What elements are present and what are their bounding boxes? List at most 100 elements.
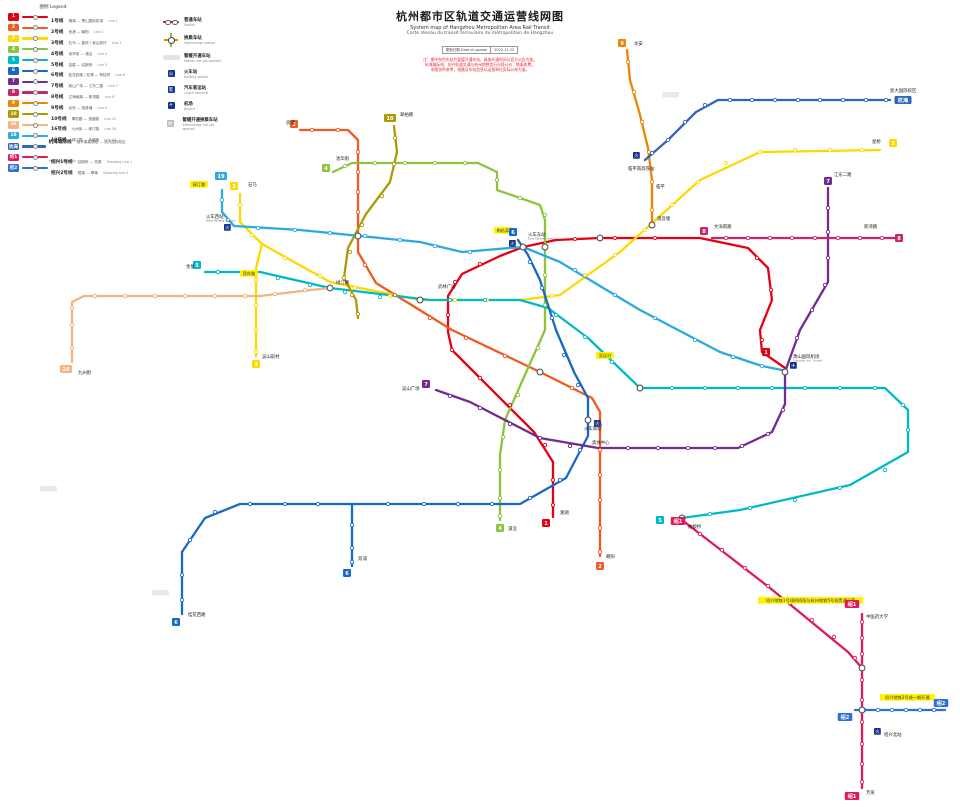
- station-dot: [882, 467, 888, 473]
- legend-line-label: 6号线 桂花西路 / 双浦 — 枸桔弄 Line 6: [51, 73, 125, 79]
- station-dot: [275, 275, 281, 281]
- svg-text:中医药大学: 中医药大学: [866, 613, 889, 620]
- line-16-path: [70, 286, 332, 364]
- legend-line-label: 绍兴1号线 姑娘桥 — 芳泉 Shaoxing Line 1: [51, 159, 132, 165]
- station-dot: [253, 349, 259, 355]
- station-label: 临平: [656, 183, 665, 190]
- station-label: 桂花西路: [188, 611, 206, 618]
- station-dot: [612, 292, 618, 298]
- station-dot: [789, 235, 795, 241]
- legend-line-sample: [22, 14, 48, 20]
- station-dot: [447, 393, 453, 399]
- legend-line-badge: 10: [8, 110, 19, 118]
- legend-line-badge: 8: [8, 88, 19, 97]
- svg-text:金星: 金星: [186, 263, 195, 270]
- station-dot: [391, 161, 397, 167]
- line-3-terminus-badge: 3: [252, 360, 260, 368]
- station-dot: [837, 385, 843, 391]
- station-dot: [652, 235, 658, 241]
- line-3-path: [254, 242, 264, 358]
- legend-line-label: 7号线 吴山广场 — 江东二路 Line 7: [51, 84, 118, 90]
- station-dot: [549, 293, 555, 299]
- station-dot: [795, 97, 801, 103]
- station-dot: [757, 149, 763, 155]
- station-dot: [765, 583, 771, 589]
- airport-icon: ✈: [167, 102, 175, 110]
- station-dot: [249, 232, 255, 238]
- station-dot: [387, 293, 393, 299]
- station-dot: [561, 352, 567, 358]
- legend-line-label: 杭海城际线 临平南高铁站 — 浙大国际校区 Hanghai Intercity: [48, 139, 126, 163]
- station-dot: [794, 335, 800, 341]
- station-dot: [772, 97, 778, 103]
- station-label: 九州街: [78, 369, 92, 376]
- station-dot: [449, 347, 455, 353]
- station-dot: [237, 202, 243, 208]
- station-dot: [802, 385, 808, 391]
- svg-text:竞舟路: 竞舟路: [243, 270, 256, 277]
- station-dot: [702, 385, 708, 391]
- svg-text:绍1: 绍1: [674, 517, 683, 525]
- svg-text:6: 6: [511, 230, 515, 236]
- station-dot: [649, 150, 655, 156]
- svg-text:16: 16: [62, 367, 70, 373]
- station-dot: [649, 179, 655, 185]
- station-dot: [517, 195, 523, 201]
- line-19: [220, 188, 784, 372]
- station-dot: [212, 293, 218, 299]
- legend-line-badge: 杭海: [8, 142, 19, 151]
- legend-line-badge: 5: [8, 56, 19, 64]
- station-dot: [825, 229, 831, 235]
- legend-line-label: 1号线 湘湖 — 萧山国际机场 Line 1: [51, 19, 118, 25]
- station-dot: [702, 102, 708, 108]
- svg-text:湘湖: 湘湖: [560, 509, 569, 516]
- station-dot: [421, 501, 427, 507]
- svg-text:奥体中心: 奥体中心: [592, 439, 610, 446]
- station-dot: [859, 697, 865, 703]
- station-dot: [685, 445, 691, 451]
- red-note-3: 本图仅供参考，线路及车站信息以运营单位实际公布为准。: [430, 67, 530, 73]
- station-dot: [735, 385, 741, 391]
- station-dot: [692, 337, 698, 343]
- line-7: [434, 186, 830, 450]
- line-5: [203, 270, 910, 520]
- station-dot: [812, 235, 818, 241]
- postponed-station-chip: [662, 92, 679, 98]
- station-label: 武林广场: [438, 283, 456, 290]
- station-label: 浙大国际校区: [890, 87, 917, 94]
- station-dot: [575, 382, 581, 388]
- legend-line-badge: 6: [8, 67, 19, 75]
- svg-text:火: 火: [510, 241, 515, 247]
- svg-text:6: 6: [345, 571, 349, 577]
- station-dot: [572, 236, 578, 242]
- station-label: 池华街: [336, 155, 350, 162]
- svg-text:Xiaoshan Intl. Airport: Xiaoshan Intl. Airport: [793, 359, 823, 363]
- line-16-stations: [69, 287, 308, 351]
- legend-line-label: 4号线 池华街 — 浦沿 Line 4: [51, 51, 108, 57]
- station-dot: [347, 249, 353, 255]
- legend-line-label: 3号线 石马 — 星桥 / 吴山前村 Line 3: [51, 41, 122, 47]
- svg-text:6: 6: [174, 620, 178, 626]
- svg-text:吴山前村: 吴山前村: [262, 353, 280, 360]
- line-2-terminus-badge: 2: [596, 562, 604, 570]
- station-label: 火车南站: [584, 425, 602, 432]
- station-label: 观音塘: [657, 215, 671, 222]
- station-dot: [477, 261, 483, 267]
- line-2-terminus-badge: 2: [290, 120, 298, 128]
- station-dot: [179, 597, 185, 603]
- station-dot: [625, 59, 631, 65]
- station-dot: [315, 501, 321, 507]
- station-dot: [477, 405, 483, 411]
- line-6: [180, 238, 590, 616]
- legend-line-badge: 19: [8, 131, 19, 140]
- station-label: 江东二路: [834, 171, 852, 178]
- station-dot: [822, 282, 828, 288]
- highlight-note: 亚运村: [596, 352, 614, 359]
- legend-line-label: 16号线 九州街 — 绿汀路 Line 16: [51, 127, 116, 133]
